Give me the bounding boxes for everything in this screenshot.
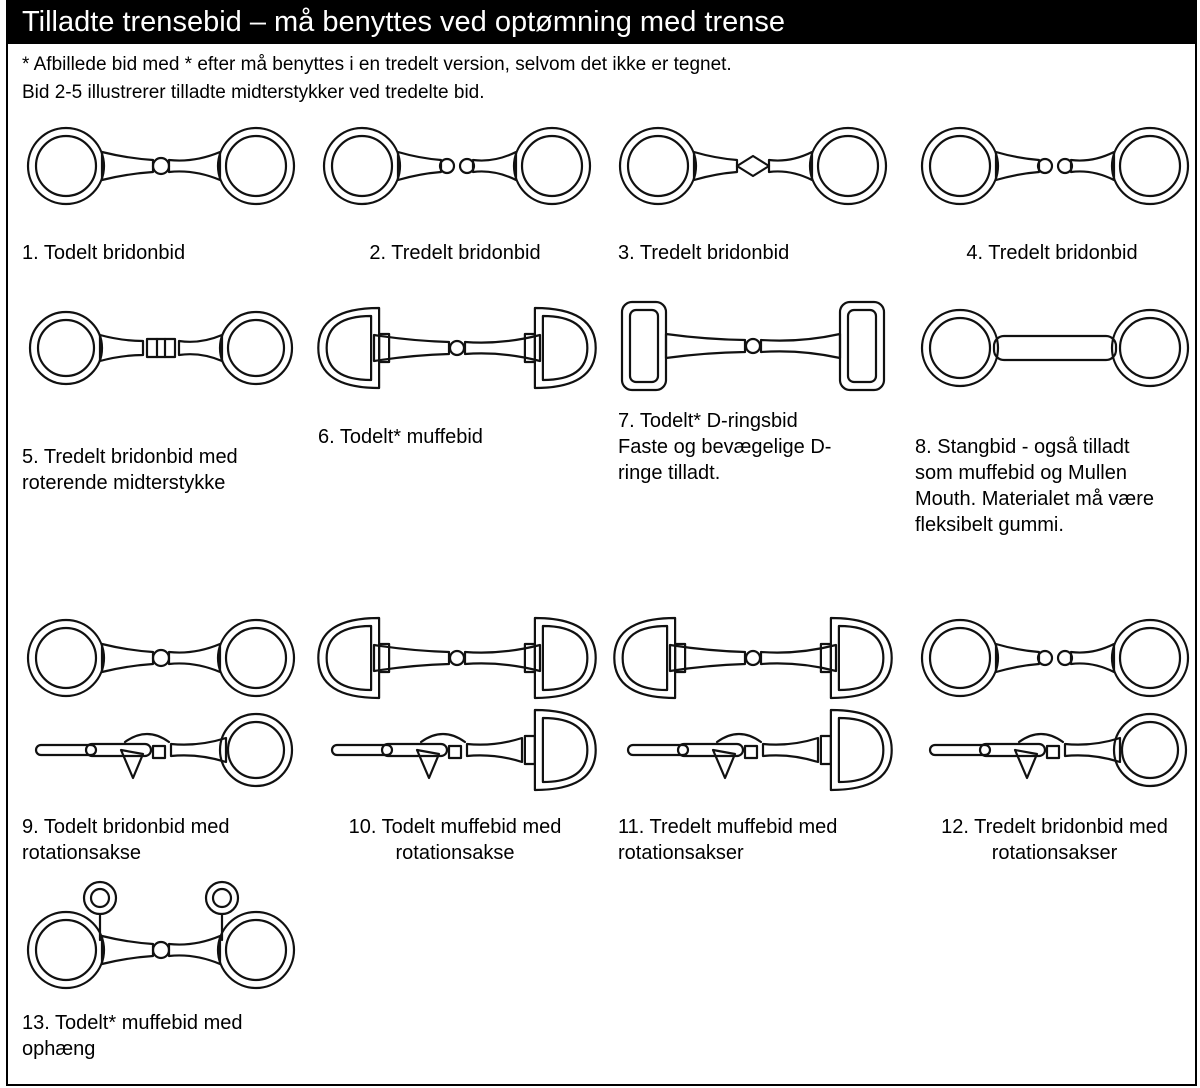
rotation-axis-snaffle-icon [26,608,296,798]
page-title: Tilladte trensebid – må benyttes ved opt… [6,0,1197,44]
straight-bar-bit-icon [920,298,1190,408]
rotating-middle-snaffle-icon [26,298,296,408]
rotation-axes-snaffle-icon [920,608,1190,798]
rotation-axes-eggbutt-icon [613,608,893,798]
bit-caption-6: 6. Todelt* muffebid [318,426,483,448]
three-piece-snaffle-icon [920,116,1190,226]
three-piece-snaffle-icon [618,116,888,226]
bit-caption-4: 4. Tredelt bridonbid [966,242,1138,264]
bit-caption-1: 1. Todelt bridonbid [22,242,186,264]
three-piece-snaffle-icon [322,116,592,226]
hanging-cheek-bit-icon [26,880,296,1000]
d-ring-bit-icon [618,296,888,406]
rotation-axis-eggbutt-icon [317,608,597,798]
bit-caption-3: 3. Tredelt bridonbid [618,242,790,264]
eggbutt-bit-icon [317,298,597,408]
note-asterisk: * Afbillede bid med * efter må benyttes … [22,54,732,75]
two-piece-snaffle-icon [26,116,296,226]
bit-caption-2: 2. Tredelt bridonbid [369,242,541,264]
note-middle-pieces: Bid 2-5 illustrerer tilladte midterstykk… [22,82,485,103]
